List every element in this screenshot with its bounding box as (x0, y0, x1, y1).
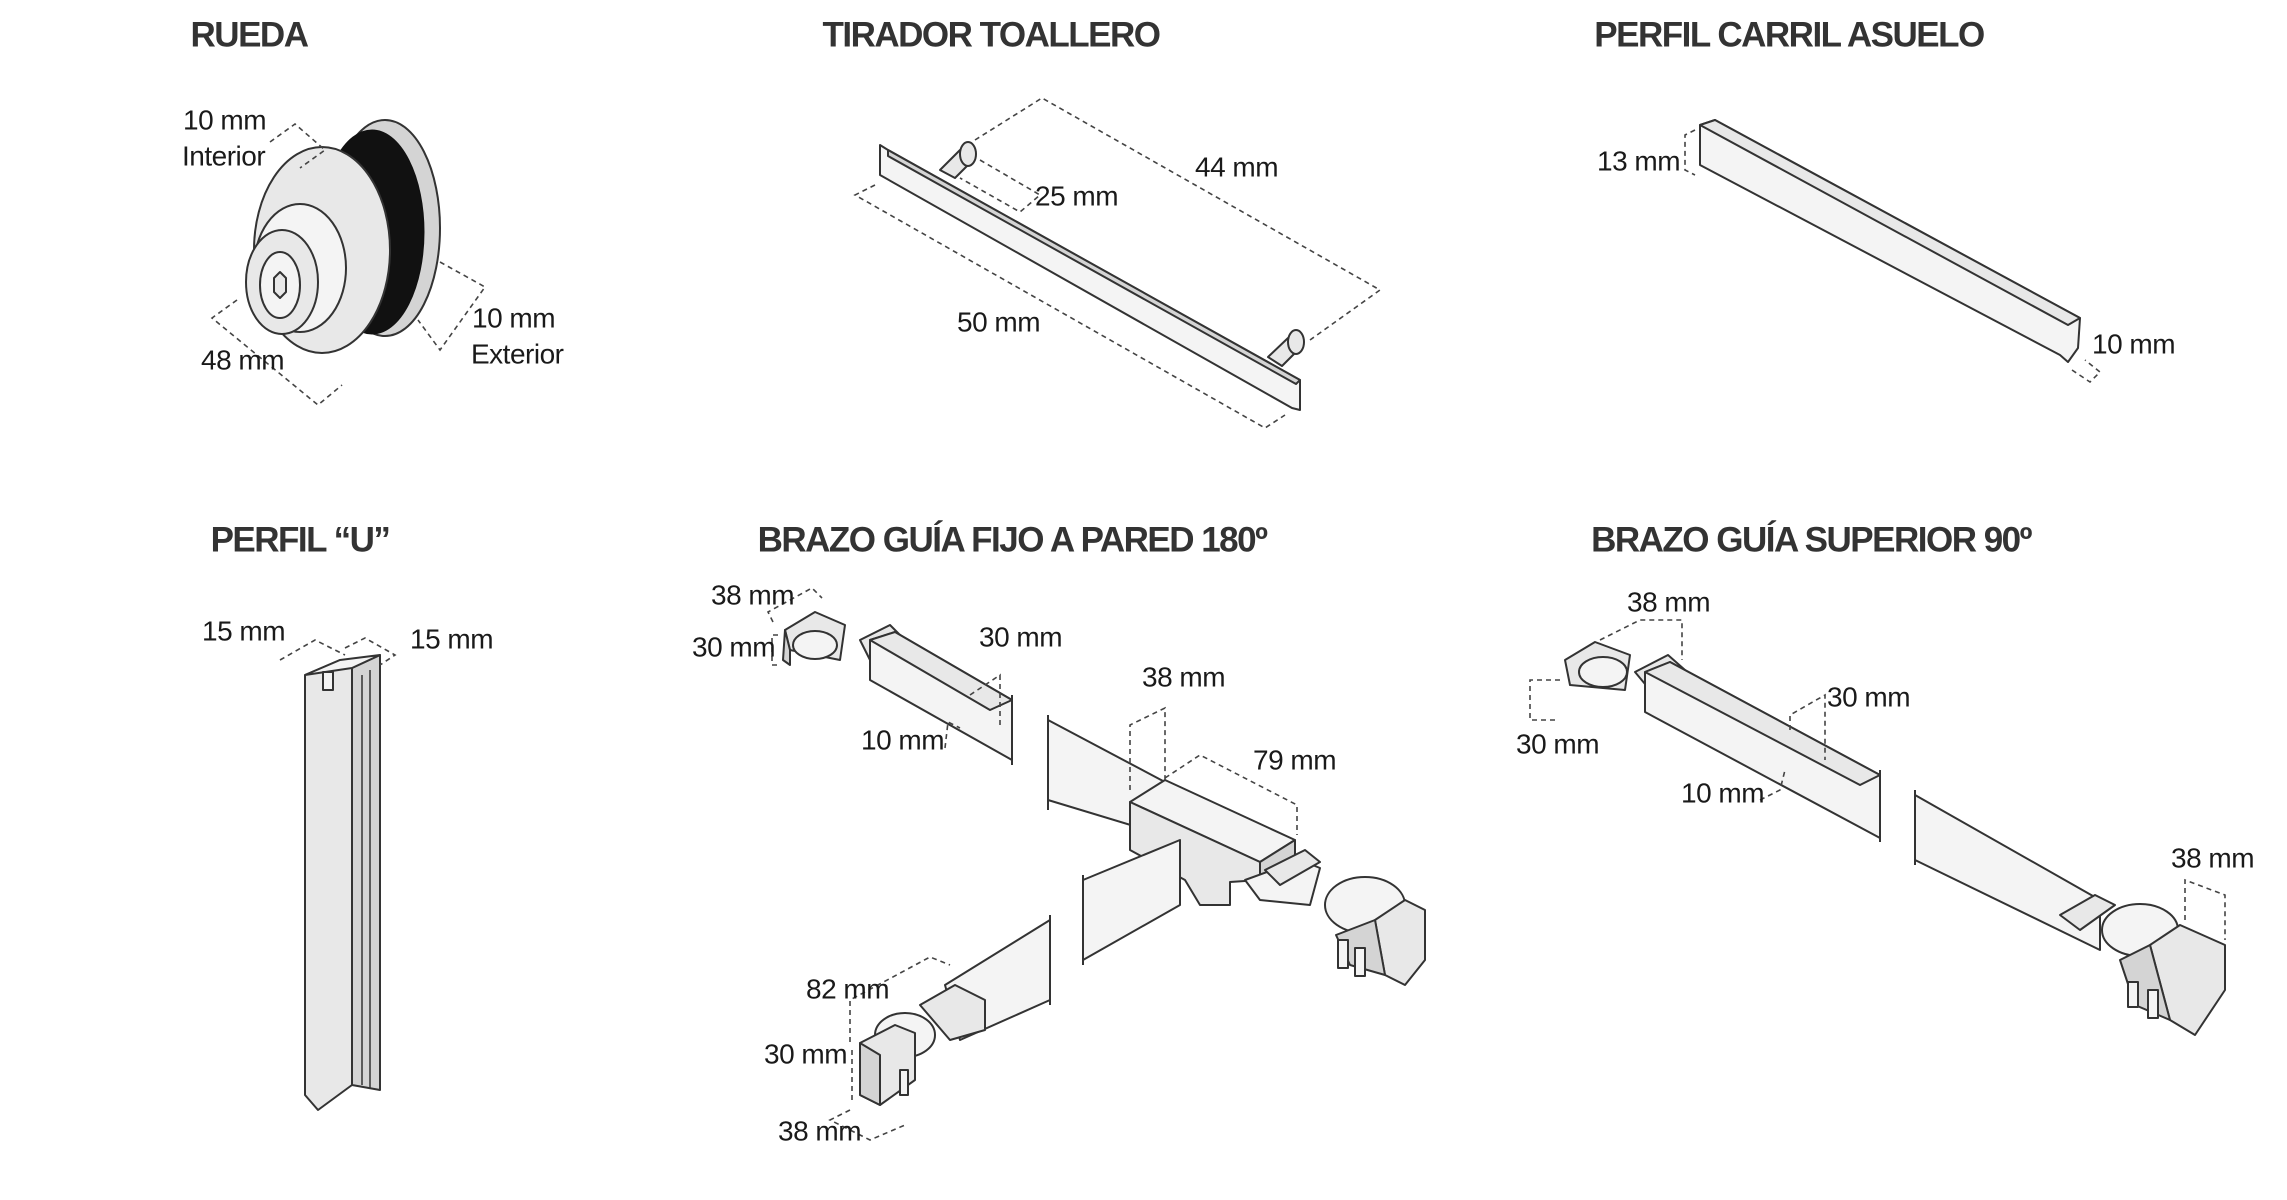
towel-handle-drawing (879, 141, 1305, 411)
label-bottom-bracket-length: 82 mm (806, 973, 889, 1004)
wheel-drawing (245, 119, 441, 354)
floor-rail-drawing (1699, 119, 2081, 363)
title-perfil-u: PERFIL “U” (211, 520, 390, 559)
title-rueda: RUEDA (191, 15, 309, 54)
label-rail-width: 10 mm (2092, 328, 2175, 359)
label-u-depth: 15 mm (410, 623, 493, 654)
label-bar-thickness: 10 mm (861, 724, 944, 755)
label-interior: Interior (182, 140, 265, 171)
label-bracket-depth: 38 mm (1627, 586, 1710, 617)
label-pin-spacing: 44 mm (1195, 151, 1278, 182)
label-tee-height: 38 mm (1142, 661, 1225, 692)
section-tirador-toallero: TIRADOR TOALLERO 25 mm 44 mm 50 mm (822, 15, 1382, 429)
label-bottom-bracket-depth: 38 mm (778, 1115, 861, 1146)
label-rail-height: 13 mm (1597, 145, 1680, 176)
section-brazo-180: BRAZO GUÍA FIJO A PARED 180º (692, 519, 1426, 1146)
title-tirador: TIRADOR TOALLERO (822, 15, 1159, 54)
label-bar-height: 30 mm (1827, 681, 1910, 712)
title-brazo-90: BRAZO GUÍA SUPERIOR 90º (1591, 519, 2033, 559)
label-interior-width: 10 mm (183, 104, 266, 135)
label-u-width: 15 mm (202, 615, 285, 646)
label-bar-thickness: 10 mm (1681, 777, 1764, 808)
section-rueda: RUEDA 10 mm Interior 48 mm 10 mm Exterio… (182, 15, 564, 407)
section-perfil-carril: PERFIL CARRIL ASUELO 13 mm 10 mm (1594, 15, 2176, 384)
label-bracket-height: 30 mm (1516, 728, 1599, 759)
u-profile-drawing (304, 654, 381, 1111)
label-exterior: Exterior (471, 338, 564, 369)
label-handle-length: 50 mm (957, 306, 1040, 337)
section-brazo-90: BRAZO GUÍA SUPERIOR 90º 38 mm 30 mm 30 m… (1516, 519, 2255, 1036)
label-exterior-width: 10 mm (472, 302, 555, 333)
upper-arm-90-drawing (1564, 641, 2226, 1036)
label-bar-height: 30 mm (979, 621, 1062, 652)
section-perfil-u: PERFIL “U” 15 mm 15 mm (202, 520, 494, 1111)
label-bottom-bracket-height: 30 mm (764, 1038, 847, 1069)
label-tee-length: 79 mm (1253, 744, 1336, 775)
hex-socket-icon (273, 271, 287, 299)
title-brazo-180: BRAZO GUÍA FIJO A PARED 180º (758, 519, 1269, 559)
title-carril: PERFIL CARRIL ASUELO (1594, 15, 1984, 54)
label-pin-length: 25 mm (1035, 180, 1118, 211)
wall-arm-180-drawing (782, 611, 1426, 1106)
label-bracket-height: 30 mm (692, 631, 775, 662)
label-bracket-depth: 38 mm (711, 579, 794, 610)
label-end-bracket-depth: 38 mm (2171, 842, 2254, 873)
label-diameter: 48 mm (201, 344, 284, 375)
